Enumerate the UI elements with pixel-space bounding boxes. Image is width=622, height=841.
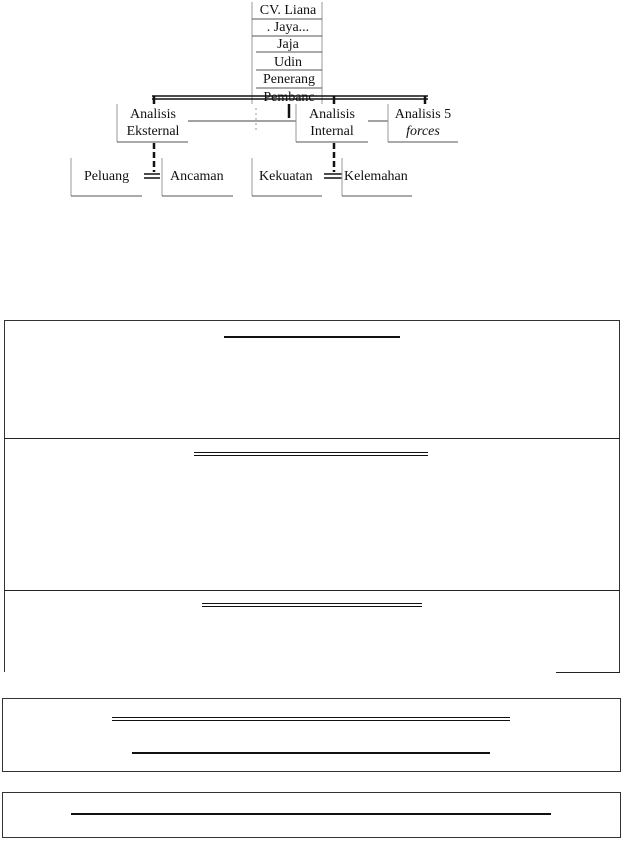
- section-3-heading-rule: [202, 603, 422, 607]
- summary-box: [2, 698, 621, 772]
- node-udin: Udin: [274, 55, 302, 70]
- summary-rule-1: [112, 717, 510, 721]
- node-analisis-5-line2: forces: [406, 124, 440, 139]
- node-penerang: Penerang: [262, 72, 316, 87]
- node-cv: CV. Liana: [259, 3, 317, 18]
- footer-box: [2, 792, 621, 838]
- node-analisis-internal-line2: Internal: [310, 124, 354, 139]
- node-analisis-5-line1: Analisis 5: [394, 107, 452, 122]
- node-analisis-internal-line1: Analisis: [309, 107, 355, 122]
- node-analisis-eksternal-line1: Analisis: [130, 107, 176, 122]
- node-jaya: . Jaya...: [266, 20, 310, 35]
- panel-divider-1: [4, 438, 620, 439]
- panel-bottom-tail: [556, 672, 620, 673]
- node-pembanc: Pembanc: [263, 90, 315, 105]
- leaf-kekuatan: Kekuatan: [259, 169, 313, 184]
- node-analisis-5-forces: Analisis 5 forces: [388, 106, 458, 140]
- panel-divider-2: [4, 590, 620, 591]
- summary-rule-2: [132, 752, 490, 754]
- section-2-heading-rule: [194, 452, 428, 456]
- footer-rule: [71, 813, 551, 815]
- node-analisis-internal: Analisis Internal: [296, 106, 368, 140]
- node-jaja: Jaja: [277, 37, 299, 52]
- leaf-kelemahan: Kelemahan: [344, 169, 408, 184]
- node-analisis-eksternal: Analisis Eksternal: [117, 106, 189, 140]
- leaf-ancaman: Ancaman: [170, 169, 224, 184]
- content-panel: [4, 320, 620, 672]
- section-1-heading-rule: [224, 336, 400, 338]
- leaf-peluang: Peluang: [84, 169, 130, 184]
- node-analisis-eksternal-line2: Eksternal: [126, 124, 180, 139]
